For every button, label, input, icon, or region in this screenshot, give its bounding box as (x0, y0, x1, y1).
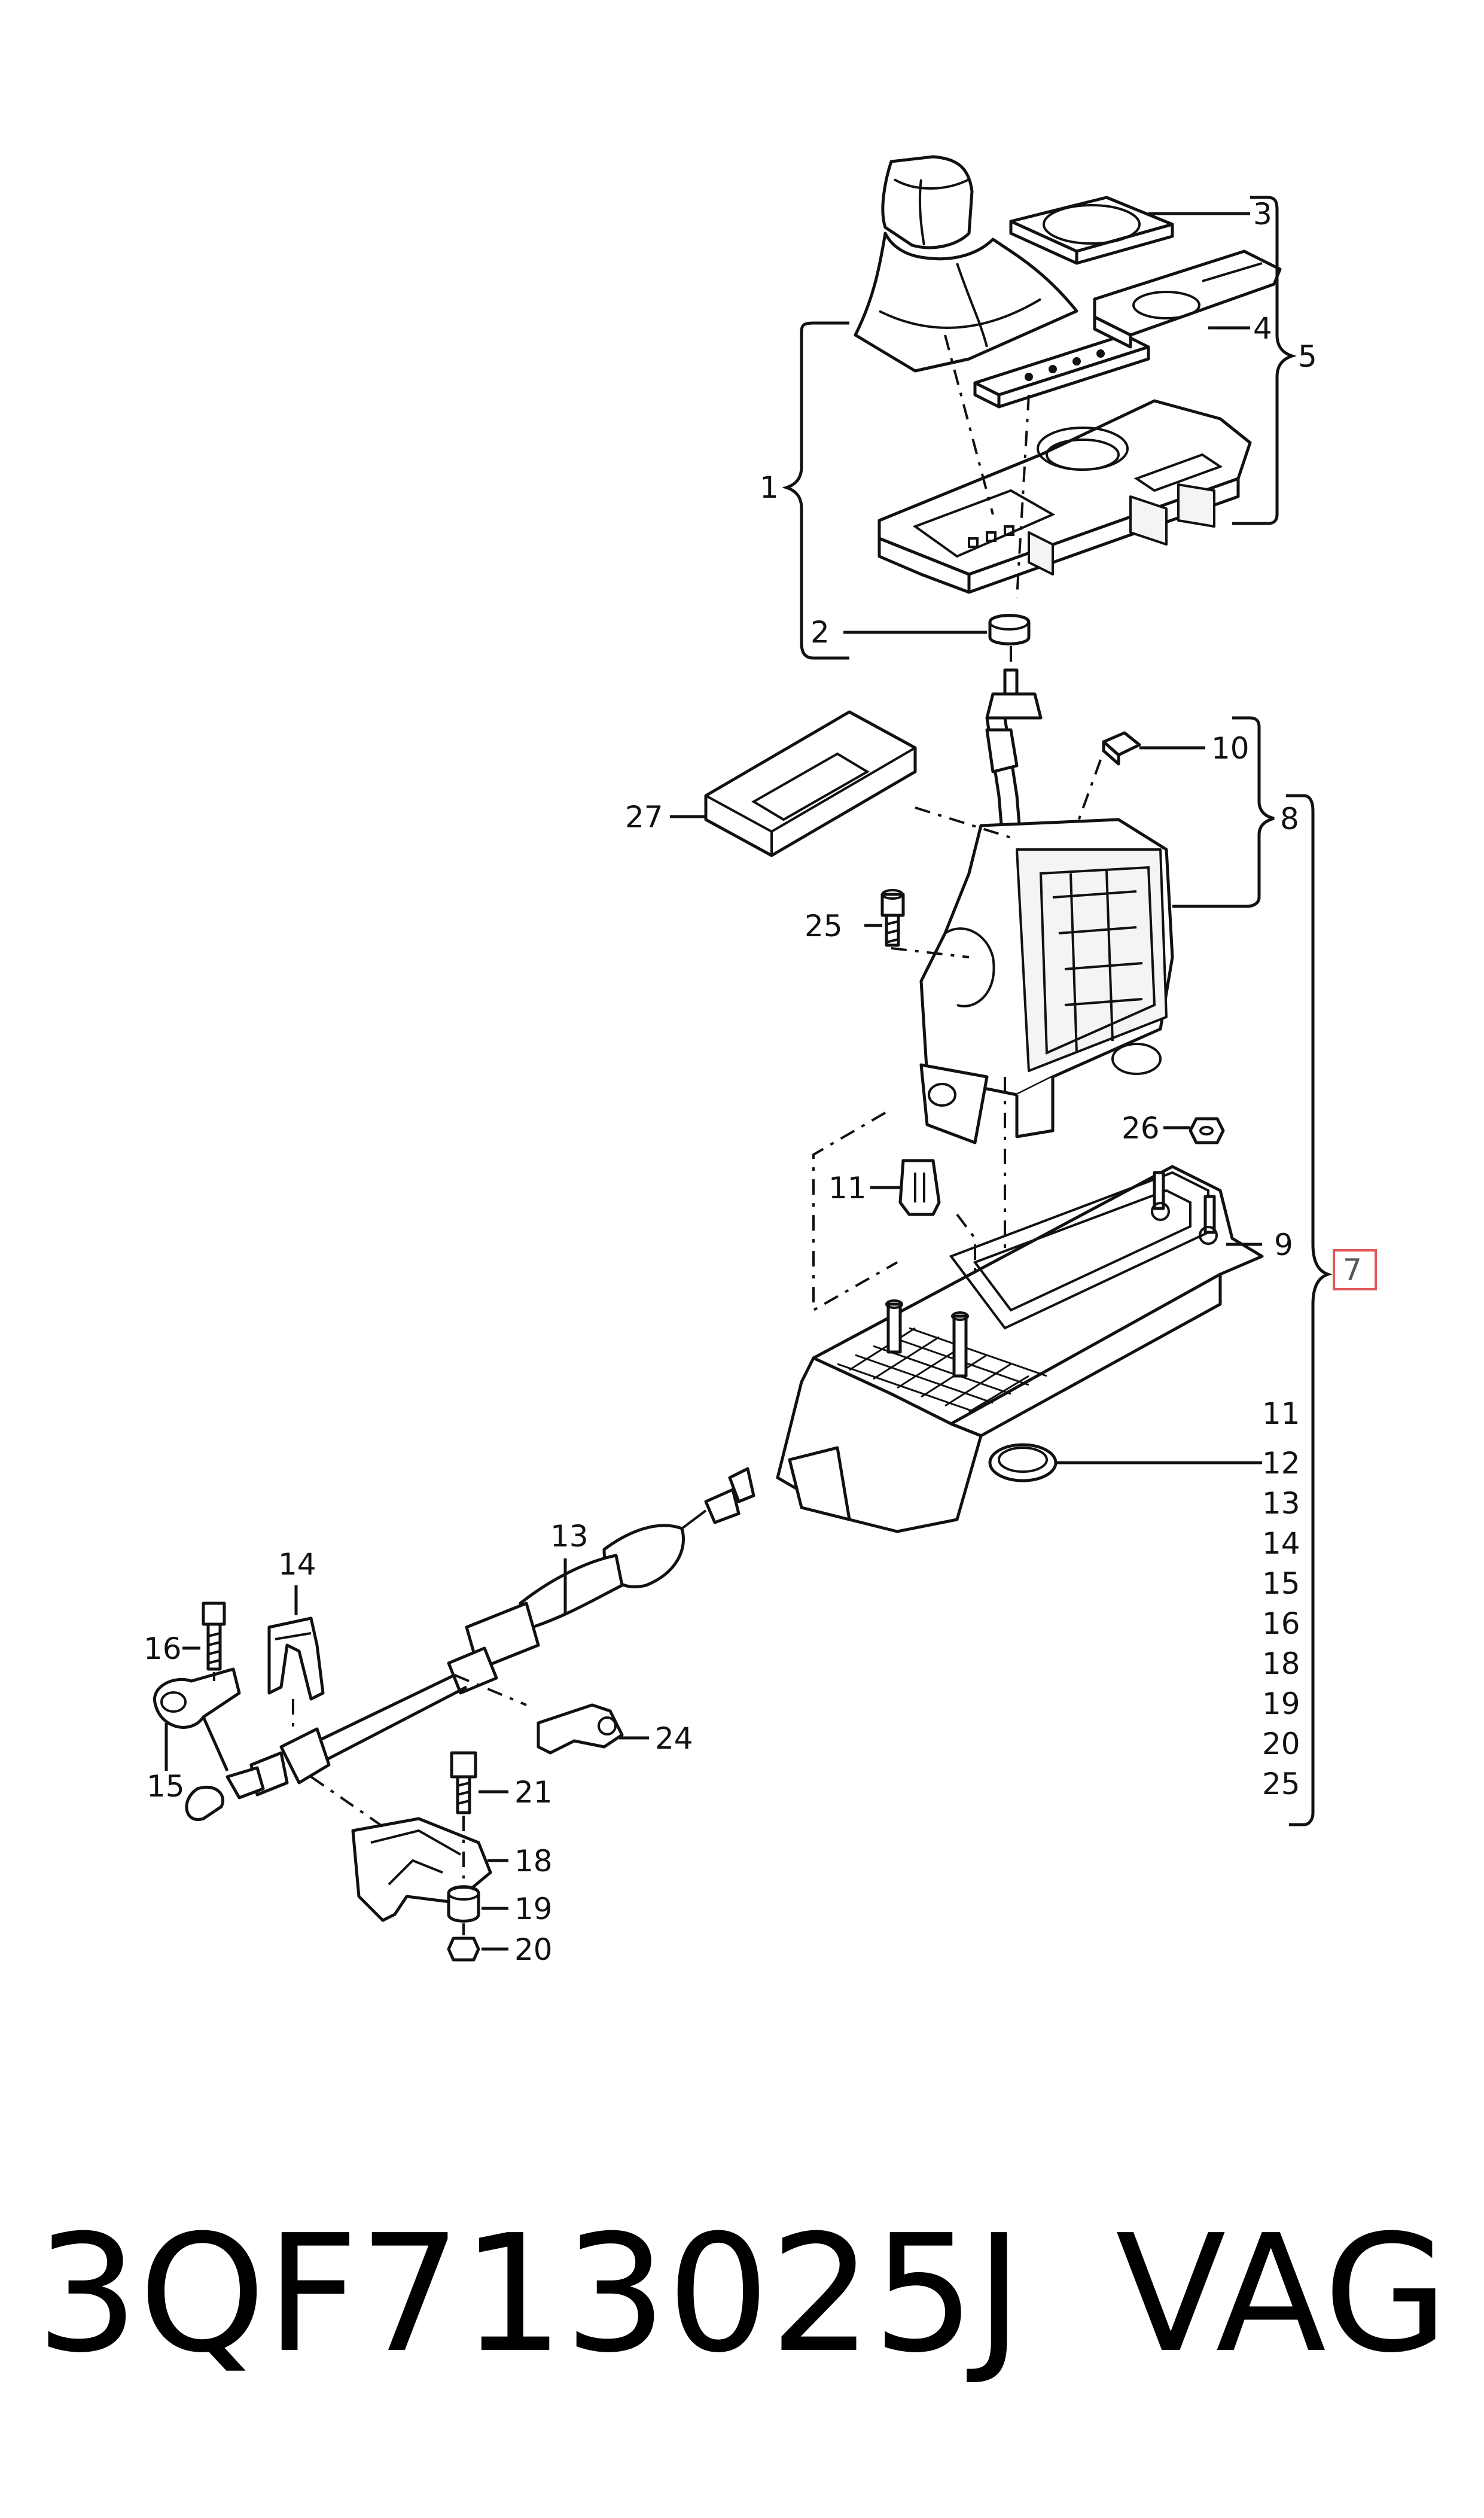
center-console-upper (877, 399, 1252, 594)
highlight-box-7 (1333, 1249, 1377, 1290)
gear-indicator-panel (973, 333, 1150, 409)
grommet-12 (988, 1443, 1058, 1482)
kit-item: 16 (1262, 1606, 1300, 1641)
retaining-clip-11 (898, 1159, 941, 1216)
lower-housing-9 (776, 1165, 1264, 1533)
callout-3: 3 (1253, 197, 1272, 232)
selector-mechanism-housing (919, 818, 1174, 1144)
bracket-14 (267, 1616, 325, 1701)
kit-item: 14 (1262, 1526, 1300, 1561)
callout-5: 5 (1298, 339, 1317, 374)
kit-item: 18 (1262, 1646, 1300, 1681)
trim-panel (1093, 249, 1282, 349)
selector-cable-13 (185, 1467, 755, 1822)
kit-item: 20 (1262, 1727, 1300, 1761)
callout-14: 14 (278, 1547, 316, 1582)
callout-11: 11 (828, 1171, 867, 1205)
callout-18: 18 (514, 1844, 553, 1878)
footer: 3QF713025J VAG (36, 2213, 1471, 2453)
callout-9: 9 (1274, 1228, 1293, 1262)
kit-item: 11 (1262, 1396, 1300, 1431)
brand-name: VAG (1116, 2200, 1449, 2388)
bolt-25 (880, 889, 905, 947)
rubber-mount-19 (447, 1885, 480, 1923)
callout-19: 19 (514, 1892, 553, 1926)
kit-item: 12 (1262, 1446, 1300, 1481)
cable-holder-24 (537, 1703, 624, 1755)
callout-21: 21 (514, 1775, 553, 1810)
callout-10: 10 (1211, 731, 1250, 766)
callout-26: 26 (1122, 1111, 1160, 1146)
cup-holder-cover (1009, 196, 1174, 265)
cover-27 (704, 710, 917, 857)
nut-26 (1189, 1117, 1225, 1144)
bolt-16 (202, 1601, 226, 1671)
bolt-21 (450, 1751, 477, 1814)
kit-item: 19 (1262, 1686, 1300, 1721)
callout-7: 7 (1343, 1253, 1362, 1287)
callout-2: 2 (810, 615, 830, 650)
callout-8: 8 (1280, 802, 1299, 836)
bracket-7 (1286, 794, 1333, 1826)
callout-16: 16 (144, 1631, 182, 1666)
callout-1: 1 (760, 470, 779, 505)
callout-24: 24 (655, 1721, 693, 1756)
gear-knob-and-boot (854, 155, 1078, 373)
part-number: 3QF713025J (36, 2200, 1023, 2388)
callout-20: 20 (514, 1932, 553, 1967)
clip-nut-10 (1102, 731, 1141, 766)
kit-item: 15 (1262, 1566, 1300, 1601)
callout-13: 13 (550, 1519, 589, 1554)
kit-item: 13 (1262, 1486, 1300, 1521)
callout-27: 27 (625, 800, 663, 835)
kit-item: 25 (1262, 1767, 1300, 1801)
kit-list: 11 12 13 14 15 16 18 19 20 25 (1262, 1396, 1300, 1801)
nut-20 (447, 1937, 480, 1962)
callout-15: 15 (147, 1769, 185, 1804)
callout-4: 4 (1253, 311, 1272, 346)
bracket-1 (782, 321, 849, 660)
bracket-5 (1232, 196, 1297, 525)
callout-25: 25 (805, 909, 843, 943)
bushing (988, 614, 1031, 646)
shift-lever-15 (153, 1667, 241, 1772)
bracket-8 (1172, 716, 1275, 908)
